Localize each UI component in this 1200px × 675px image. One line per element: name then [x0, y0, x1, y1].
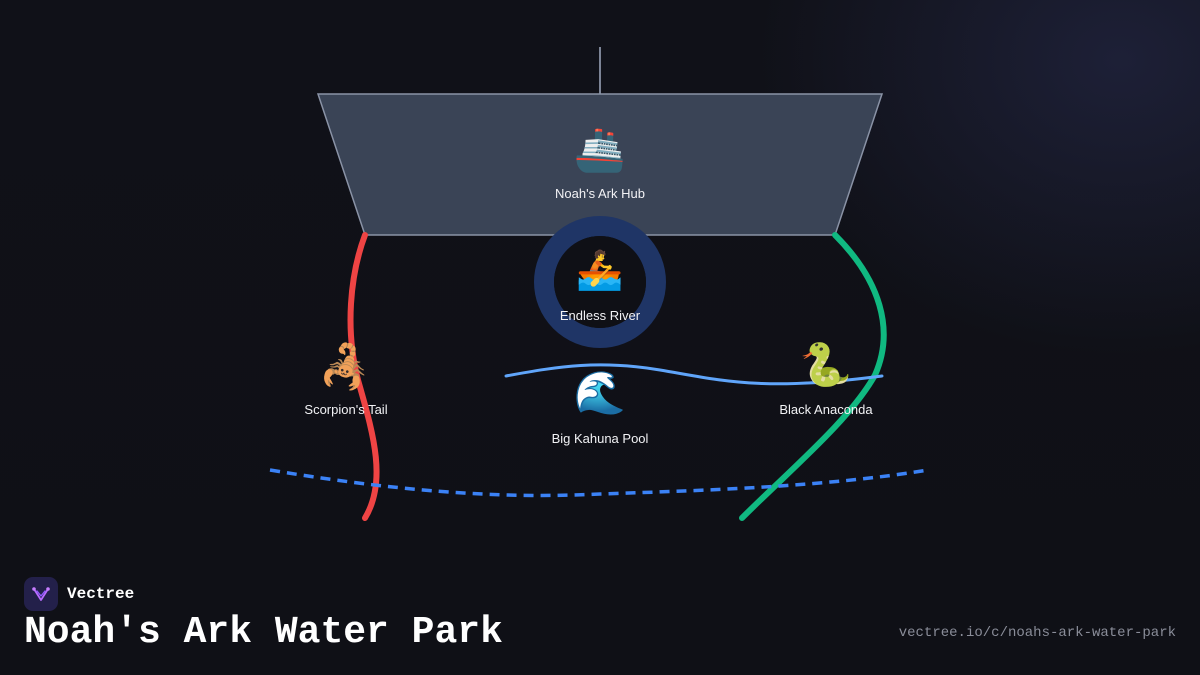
black-anaconda-path	[739, 232, 887, 521]
vectree-logo-glyph	[32, 587, 50, 601]
node-label-black-anaconda: Black Anaconda	[779, 402, 873, 417]
endless-river-core	[554, 236, 646, 328]
rowboat-icon: 🚣	[576, 248, 623, 292]
vectree-logo-icon	[24, 577, 58, 611]
node-label-big-kahuna-pool: Big Kahuna Pool	[552, 431, 649, 446]
node-label-endless-river: Endless River	[560, 308, 641, 323]
wave-icon: 🌊	[574, 368, 626, 417]
wave-line	[504, 363, 884, 386]
node-label-scorpions-tail: Scorpion's Tail	[304, 402, 387, 417]
scorpion-icon: 🦂	[319, 341, 371, 392]
brand-name: Vectree	[67, 585, 135, 603]
endless-river-ring	[534, 216, 666, 348]
node-label-hub: Noah's Ark Hub	[555, 186, 645, 201]
page-title: Noah's Ark Water Park	[24, 611, 503, 654]
snake-icon: 🐍	[800, 340, 852, 389]
scorpions-tail-path	[347, 232, 380, 521]
brand-block: Vectree	[24, 577, 134, 611]
ship-icon: 🚢	[574, 125, 626, 174]
dashed-river-path	[269, 468, 929, 498]
source-url[interactable]: vectree.io/c/noahs-ark-water-park	[898, 625, 1176, 641]
